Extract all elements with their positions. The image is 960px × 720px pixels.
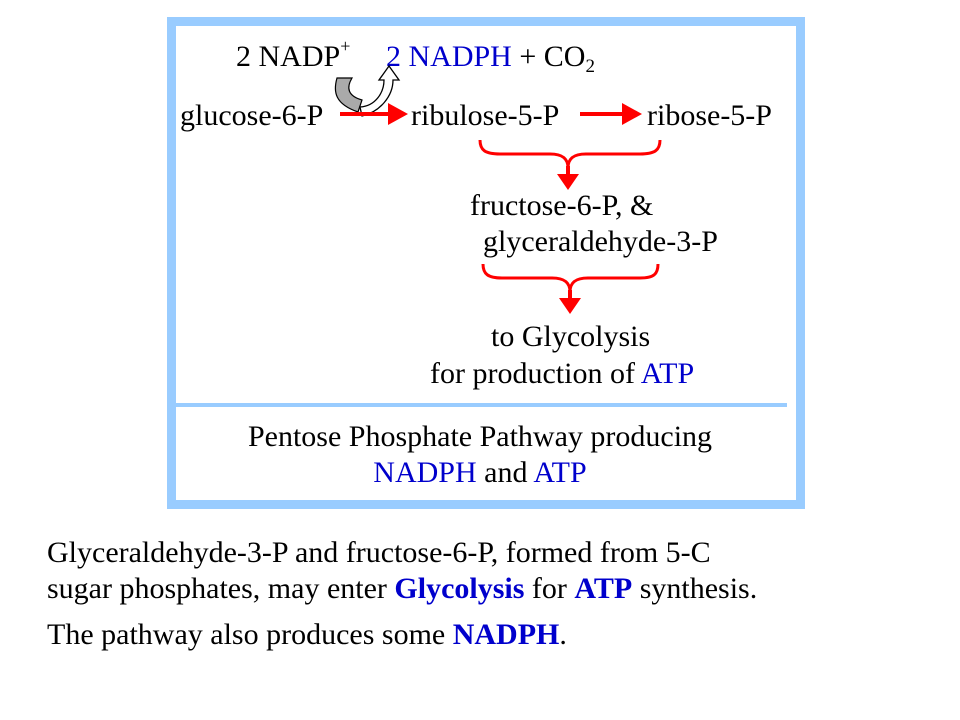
ribulose-5-p-label: ribulose-5-P — [411, 99, 559, 132]
caption-line-1: Pentose Phosphate Pathway producing — [248, 420, 712, 453]
for-production-label: for production of ATP — [430, 357, 694, 390]
explanation-paragraph-2: The pathway also produces some NADPH. — [47, 617, 937, 653]
nadph-release-arrow — [359, 64, 401, 117]
nadph-highlight: NADPH — [452, 618, 560, 651]
explanation-paragraph-1: Glyceraldehyde-3-P and fructose-6-P, for… — [47, 535, 937, 607]
nadp-label: 2 NADP+ — [236, 36, 350, 73]
p1-line-1: Glyceraldehyde-3-P and fructose-6-P, for… — [47, 536, 711, 569]
diagram-frame — [167, 17, 805, 509]
p1-text-c: for — [524, 572, 575, 605]
caption-line-2: NADPH and ATP — [373, 456, 586, 489]
fructose-6-p-label: fructose-6-P, & — [470, 189, 653, 222]
p1-text-b: sugar phosphates, may enter — [47, 572, 395, 605]
ribose-5-p-label: ribose-5-P — [647, 99, 772, 132]
glucose-6-p-label: glucose-6-P — [180, 99, 323, 132]
gray-curved-arrow — [334, 77, 363, 113]
p2-text-a: The pathway also produces some — [47, 618, 453, 651]
caption-divider — [176, 403, 787, 407]
atp-highlight: ATP — [574, 572, 633, 605]
brace-arrow-lower — [481, 263, 660, 314]
arrow-glucose-to-ribulose — [340, 103, 408, 125]
to-glycolysis-label: to Glycolysis — [491, 320, 650, 353]
glycolysis-highlight: Glycolysis — [394, 572, 525, 605]
arrow-ribulose-to-ribose — [580, 103, 642, 125]
p1-text-d: synthesis. — [632, 572, 758, 605]
brace-arrow-upper — [478, 139, 662, 190]
glyceraldehyde-3-p-label: glyceraldehyde-3-P — [483, 225, 718, 258]
nadph-co2-label: 2 NADPH + CO2 — [386, 40, 595, 77]
p2-text-b: . — [559, 618, 567, 651]
explanation-text: Glyceraldehyde-3-P and fructose-6-P, for… — [47, 535, 937, 653]
